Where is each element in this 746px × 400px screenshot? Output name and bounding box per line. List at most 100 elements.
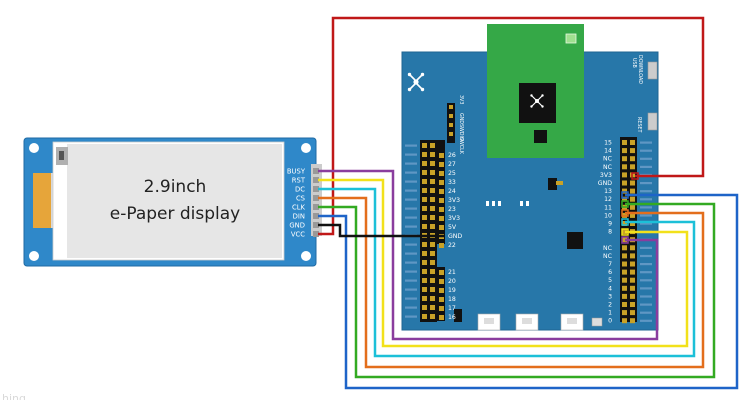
board-pin-label: 1	[608, 310, 612, 317]
board-pin-label: 16	[448, 314, 456, 321]
header-pin	[630, 212, 635, 218]
board-pin-label: NC	[603, 245, 612, 252]
header-pin	[430, 197, 435, 202]
wire-endpoint	[621, 209, 629, 217]
header-pin	[630, 253, 635, 259]
silkscreen-label	[405, 216, 417, 219]
header-pin	[422, 287, 427, 292]
mcu-board: 3V3 GND SWDIO SWCLK USB DOWNLOAD	[396, 24, 659, 336]
wire-gnd	[318, 223, 444, 238]
header-pin	[630, 180, 635, 186]
epaper-pin	[313, 213, 319, 219]
header-pin	[439, 270, 444, 275]
silkscreen-label	[405, 252, 417, 255]
epaper-pin-label: RST	[292, 177, 306, 185]
silkscreen-label	[405, 198, 417, 201]
silkscreen-label	[405, 243, 417, 246]
silkscreen-label	[640, 141, 652, 144]
header-pin	[430, 170, 435, 175]
header-pin	[622, 293, 627, 299]
silkscreen-label	[405, 225, 417, 228]
silkscreen-label	[405, 162, 417, 165]
board-pin-label: 7	[608, 261, 612, 268]
silkscreen-label	[405, 171, 417, 174]
svg-text:DOWNLOAD: DOWNLOAD	[637, 55, 643, 84]
silkscreen-label	[405, 180, 417, 183]
board-pin-label: 21	[448, 269, 456, 276]
wireless-module	[487, 24, 584, 158]
wire-endpoint	[621, 200, 629, 208]
epaper-pin	[313, 186, 319, 192]
wire-vcc	[318, 16, 705, 236]
board-pin-label: 13	[604, 188, 612, 195]
epaper-pin	[313, 204, 319, 210]
board-logo-icon	[407, 72, 425, 92]
header-pin	[439, 180, 444, 185]
header-pin	[630, 302, 635, 307]
board-pin-label: 25	[448, 170, 456, 177]
header-pin	[630, 148, 635, 154]
silkscreen-label	[640, 157, 652, 160]
silkscreen-label	[640, 319, 652, 322]
silkscreen-label	[640, 198, 652, 201]
header-pin	[422, 242, 427, 247]
header-pin	[630, 196, 635, 202]
header-pin	[430, 143, 435, 148]
header-pin	[422, 197, 427, 202]
epaper-pin-label: DC	[295, 186, 305, 194]
reset-button[interactable]: RESET	[636, 112, 658, 132]
swd-label-swdio: SWDIO	[458, 124, 464, 141]
board-pin-label: NC	[603, 164, 612, 171]
board-pin-label: 17	[448, 305, 456, 312]
board-pin-label: 5V	[448, 224, 457, 231]
swd-label-swclk: SWCLK	[458, 137, 464, 155]
silkscreen-label	[640, 254, 652, 258]
wire-rst	[318, 178, 689, 348]
wire-endpoint	[621, 236, 629, 244]
header-pin	[439, 207, 444, 212]
header-pin	[630, 310, 635, 316]
header-pin	[439, 243, 444, 248]
board-pin-label: 27	[448, 161, 456, 168]
silkscreen-label	[640, 182, 652, 185]
board-pin-label: 24	[448, 188, 456, 195]
header-pin	[422, 296, 427, 301]
header-pin	[422, 305, 427, 310]
wire-endpoint	[621, 191, 629, 199]
silkscreen-label	[640, 303, 652, 306]
header-pin	[622, 156, 627, 162]
header-pin	[430, 242, 435, 247]
epaper-pin-label: GND	[289, 222, 305, 230]
header-pin	[422, 224, 427, 229]
header-pin	[430, 260, 435, 265]
silkscreen-label	[405, 144, 417, 147]
header-pin	[630, 261, 635, 267]
board-pin-label: 22	[448, 242, 456, 249]
board-pin-label: 15	[604, 140, 612, 147]
header-pin	[430, 224, 435, 229]
board-pin-label: 20	[448, 278, 456, 285]
header-pin	[439, 153, 444, 158]
epaper-pin-label: DIN	[293, 213, 305, 221]
svg-text:USB: USB	[631, 58, 637, 68]
header-pin	[430, 215, 435, 220]
board-pin-label: 4	[608, 285, 612, 292]
epaper-pin-label: CS	[296, 195, 305, 203]
header-pin	[422, 206, 427, 211]
swd-header: 3V3 GND SWDIO SWCLK	[447, 95, 464, 155]
epaper-pin-label: BUSY	[287, 168, 306, 176]
silkscreen-label	[640, 287, 652, 290]
header-pin	[622, 310, 627, 316]
epaper-pin	[313, 168, 319, 174]
header-pin	[630, 269, 635, 275]
header-pin	[430, 314, 435, 319]
header-pin	[622, 140, 627, 145]
usb-download-button[interactable]: USB DOWNLOAD	[631, 55, 658, 84]
silkscreen-label	[405, 315, 417, 318]
header-pin	[430, 179, 435, 184]
header-pin	[422, 170, 427, 175]
epaper-title-line1: 2.9inch	[144, 177, 207, 197]
epaper-pin	[313, 231, 319, 237]
header-pin	[422, 179, 427, 184]
